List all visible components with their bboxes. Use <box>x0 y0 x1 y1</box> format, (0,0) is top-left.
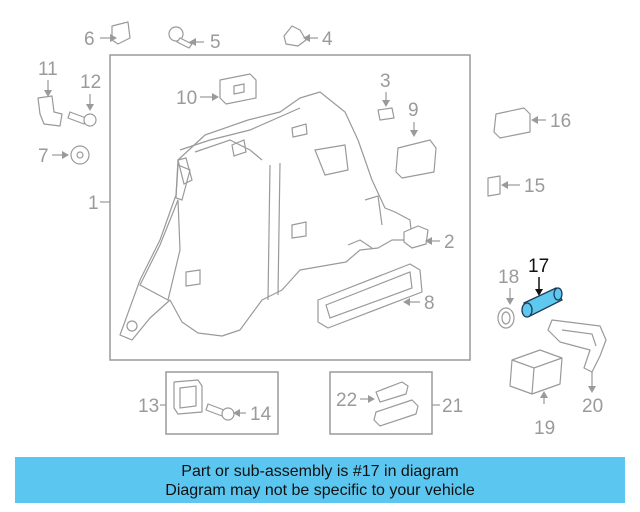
part-11[interactable]: 11 <box>37 59 63 127</box>
part-16[interactable]: 16 <box>493 107 571 139</box>
part-20[interactable]: 20 <box>547 319 607 417</box>
callout-13: 13 <box>138 396 159 417</box>
callout-6: 6 <box>84 29 95 50</box>
part-7[interactable]: 7 <box>38 145 90 167</box>
callout-19: 19 <box>534 418 555 439</box>
banner-line-1: Part or sub-assembly is #17 in diagram <box>181 463 459 480</box>
part-8[interactable]: 8 <box>317 263 435 329</box>
callout-7: 7 <box>38 146 49 167</box>
part-1[interactable]: 1 <box>88 193 110 214</box>
callout-3: 3 <box>380 71 391 92</box>
callout-15: 15 <box>524 176 545 197</box>
part-18[interactable]: 18 <box>497 267 519 329</box>
callout-12: 12 <box>80 72 101 93</box>
part-9[interactable]: 9 <box>395 100 437 179</box>
callout-8: 8 <box>424 293 435 314</box>
callout-21: 21 <box>442 396 463 417</box>
part-14[interactable]: 14 <box>205 403 272 425</box>
callout-2: 2 <box>444 232 455 253</box>
main-panel-frame <box>109 54 471 361</box>
callout-18: 18 <box>498 267 519 288</box>
part-21[interactable]: 21 <box>373 396 463 427</box>
part-12[interactable]: 12 <box>67 72 101 127</box>
banner-line-2: Diagram may not be specific to your vehi… <box>165 482 475 499</box>
callout-22: 22 <box>336 390 357 411</box>
part-10[interactable]: 10 <box>176 73 257 109</box>
part-6[interactable]: 6 <box>84 21 131 50</box>
part-19[interactable]: 19 <box>509 349 563 439</box>
callout-9: 9 <box>408 100 419 121</box>
callout-5: 5 <box>210 32 221 53</box>
callout-14: 14 <box>250 404 272 425</box>
callout-16: 16 <box>550 111 571 132</box>
part-5[interactable]: 5 <box>168 26 221 53</box>
parts-diagram: 6 5 4 11 12 7 1 <box>37 21 607 439</box>
box-13-14 <box>165 371 279 435</box>
callout-11: 11 <box>38 59 58 80</box>
box-21-22 <box>329 371 433 435</box>
part-4[interactable]: 4 <box>283 25 333 50</box>
part-15[interactable]: 15 <box>487 175 545 197</box>
part-3[interactable]: 3 <box>377 71 395 121</box>
callout-17: 17 <box>528 256 549 277</box>
callout-10: 10 <box>176 88 197 109</box>
part-13[interactable]: 13 <box>138 379 203 417</box>
callout-4: 4 <box>322 29 333 50</box>
callout-1: 1 <box>88 193 99 214</box>
callout-20: 20 <box>582 396 603 417</box>
part-17[interactable]: 17 <box>521 256 563 318</box>
part-2[interactable]: 2 <box>403 225 455 253</box>
part-22[interactable]: 22 <box>336 381 409 411</box>
info-banner: Part or sub-assembly is #17 in diagram D… <box>15 457 625 503</box>
